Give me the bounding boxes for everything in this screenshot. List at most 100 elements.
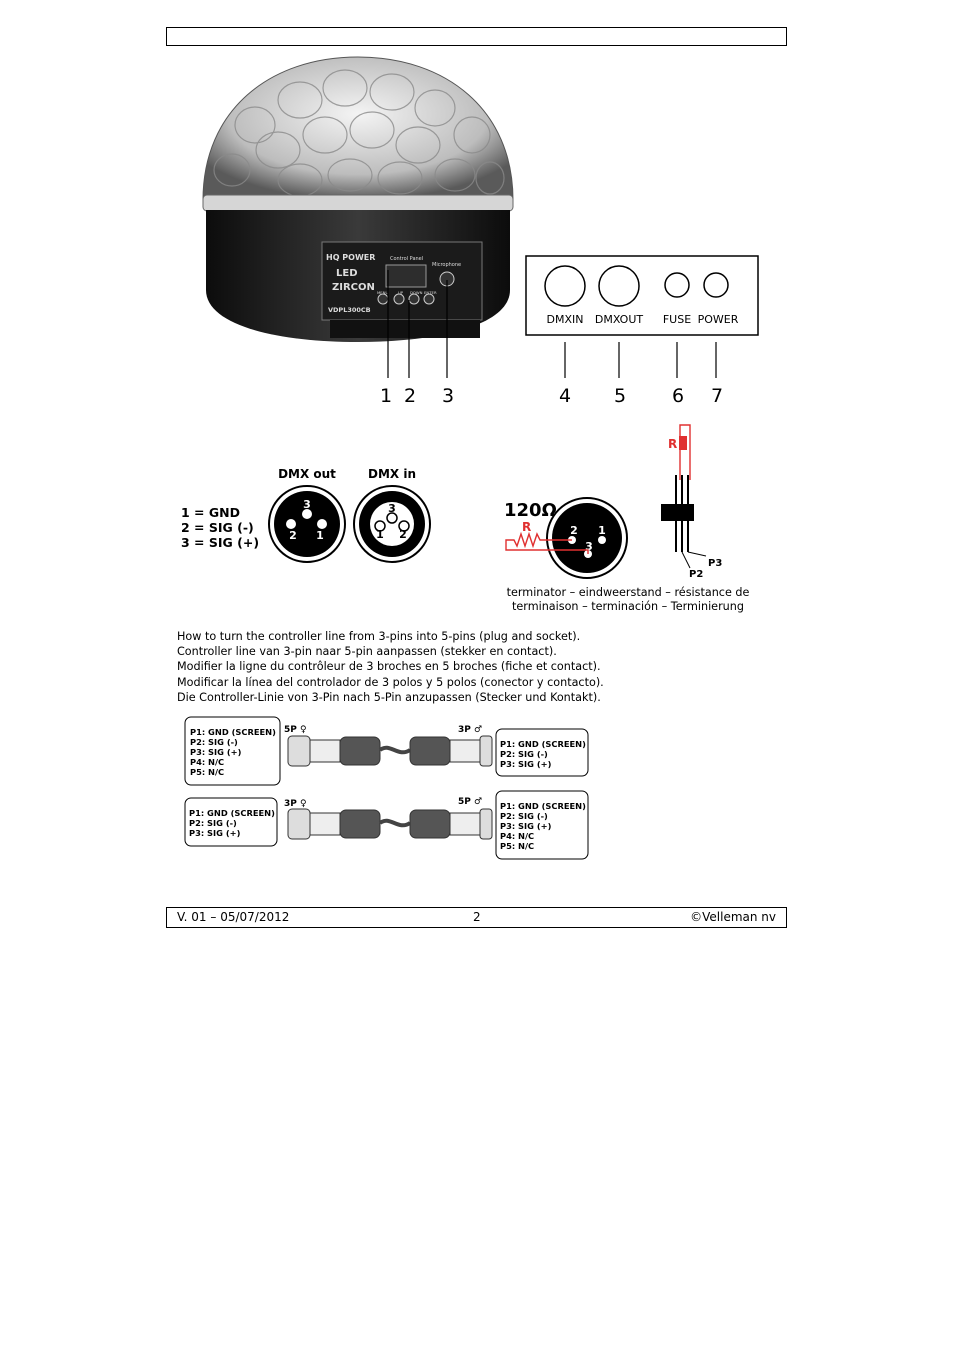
callout-5: 5	[614, 385, 626, 407]
cable-adapter-diagram: P1: GND (SCREEN) P2: SIG (-) P3: SIG (+)…	[184, 716, 589, 860]
microphone-label: Microphone	[432, 262, 461, 268]
top-cable	[287, 735, 493, 767]
fuse-holder	[664, 272, 690, 298]
dome-shape	[202, 56, 514, 201]
pinout-diagram: 1 = GND 2 = SIG (-) 3 = SIG (+) DMX out …	[181, 424, 722, 580]
footer-copyright: ©Velleman nv	[690, 910, 776, 924]
dmxout-socket	[598, 265, 640, 307]
br-pin-3: P3: SIG (+)	[500, 821, 552, 831]
menu-button	[377, 293, 389, 305]
br-pin-1: P1: GND (SCREEN)	[500, 801, 586, 811]
resistor-body-top	[679, 436, 687, 450]
top-right-label-box	[495, 728, 589, 777]
tl-pin-4: P4: N/C	[190, 757, 224, 767]
resistor-wire	[505, 531, 589, 554]
bottom-right-label-box	[495, 790, 589, 860]
dmx-in-num-3: 3	[388, 502, 396, 515]
pin-legend-3: 3 = SIG (+)	[181, 535, 259, 550]
up-button	[393, 293, 405, 305]
dmx-in-num-1: 1	[376, 528, 384, 541]
logo-line2: ZIRCON	[332, 282, 375, 293]
p2-label: P2	[689, 569, 703, 580]
pin-header-body	[661, 504, 694, 521]
callout-2: 2	[404, 385, 416, 407]
pin-legend-1: 1 = GND	[181, 505, 240, 520]
dmx-in-pin-1	[374, 520, 386, 532]
top-left-tag: 5P ♀	[284, 725, 307, 735]
dmx-in-pin-2	[398, 520, 410, 532]
callout-3: 3	[442, 385, 454, 407]
label-dmxin: DMXIN	[547, 313, 584, 326]
dome-facets	[213, 69, 505, 197]
dmx-out-pin-1	[317, 519, 327, 529]
bottom-cable	[287, 808, 493, 840]
resistor-label: R	[522, 520, 531, 534]
dmx-out-pin-2	[286, 519, 296, 529]
dmx-out-num-1: 1	[316, 529, 324, 542]
instruction-fr: Modifier la ligne du contrôleur de 3 bro…	[177, 660, 601, 674]
tr-pin-3: P3: SIG (+)	[500, 759, 552, 769]
btn-label-down: DOWN	[410, 290, 423, 295]
panel-title: Control Panel	[390, 256, 423, 262]
model-label: VDPL300CB	[328, 306, 371, 314]
callout-4: 4	[559, 385, 571, 407]
bottom-left-label-box	[184, 797, 278, 847]
down-button	[408, 293, 420, 305]
logo-line1: LED	[336, 268, 358, 279]
bl-pin-1: P1: GND (SCREEN)	[189, 808, 275, 818]
instruction-de: Die Controller-Linie von 3-Pin nach 5-Pi…	[177, 690, 601, 704]
tl-pin-2: P2: SIG (-)	[190, 737, 238, 747]
dmx-out-title: DMX out	[278, 467, 336, 481]
term-num-1: 1	[598, 524, 606, 537]
term-num-2: 2	[570, 524, 578, 537]
instruction-en: How to turn the controller line from 3-p…	[177, 630, 581, 643]
resistor-loop	[679, 424, 691, 480]
term-num-3: 3	[585, 540, 593, 553]
dmx-in-title: DMX in	[368, 467, 416, 481]
p3-label: P3	[708, 558, 722, 569]
tl-pin-1: P1: GND (SCREEN)	[190, 727, 276, 737]
tr-pin-2: P2: SIG (-)	[500, 749, 548, 759]
dmx-out-num-3: 3	[303, 498, 311, 511]
callout-6: 6	[672, 385, 684, 407]
resistance-label: 120Ω	[504, 500, 557, 521]
device-illustration: HQ POWER LED ZIRCON VDPL300CB Control Pa…	[202, 56, 759, 407]
dome-rim	[202, 194, 514, 212]
pin-legend-2: 2 = SIG (-)	[181, 520, 254, 535]
mounting-bracket	[330, 320, 480, 338]
label-power: POWER	[698, 313, 739, 326]
btn-label-enter: ENTER	[424, 290, 437, 295]
caption-line-1: terminator – eindweerstand – résistance …	[506, 586, 750, 599]
dmx-out-num-2: 2	[289, 529, 297, 542]
instruction-es: Modificar la línea del controlador de 3 …	[177, 675, 604, 689]
dmx-in-num-2: 2	[399, 528, 407, 541]
power-socket	[703, 272, 729, 298]
bl-pin-2: P2: SIG (-)	[189, 818, 237, 828]
bottom-left-tag: 3P ♀	[284, 799, 307, 809]
callout-1: 1	[380, 385, 392, 407]
bottom-right-tag: 5P ♂	[458, 797, 482, 807]
tl-pin-5: P5: N/C	[190, 767, 224, 777]
tr-pin-1: P1: GND (SCREEN)	[500, 739, 586, 749]
display-window	[385, 264, 427, 288]
label-dmxout: DMXOUT	[595, 313, 644, 326]
top-right-tag: 3P ♂	[458, 725, 482, 735]
instructions-paragraph: How to turn the controller line from 3-p…	[177, 629, 604, 705]
dmxin-socket	[544, 265, 586, 307]
btn-label-menu: MENU	[377, 290, 389, 295]
footer-page-number: 2	[473, 910, 481, 924]
brand-logo: HQ POWER	[326, 253, 375, 262]
label-fuse: FUSE	[663, 313, 691, 326]
top-left-label-box	[184, 716, 281, 786]
br-pin-2: P2: SIG (-)	[500, 811, 548, 821]
header-box	[166, 27, 787, 46]
terminator-caption: terminator – eindweerstand – résistance …	[490, 586, 766, 614]
btn-label-up: UP	[398, 290, 404, 295]
footer-version: V. 01 – 05/07/2012	[177, 910, 290, 924]
enter-button	[423, 293, 435, 305]
caption-line-2: terminaison – terminación – Terminierung	[512, 600, 744, 613]
resistor-label-top: R	[668, 437, 677, 451]
instruction-nl: Controller line van 3-pin naar 5-pin aan…	[177, 645, 557, 659]
footer: V. 01 – 05/07/2012 2 ©Velleman nv	[166, 907, 787, 928]
dmx-in-pin-3	[386, 512, 398, 524]
